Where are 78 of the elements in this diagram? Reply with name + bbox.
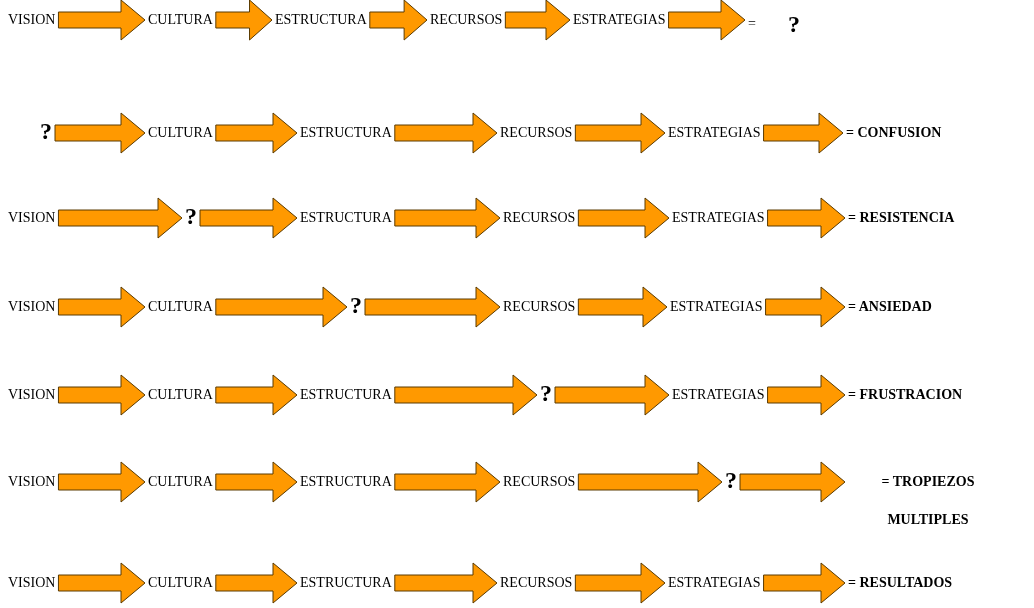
block-arrow	[574, 562, 666, 604]
step-label: CULTURA	[148, 386, 213, 404]
block-arrow	[215, 112, 298, 154]
question-mark: ?	[725, 466, 737, 494]
block-arrow	[767, 374, 846, 416]
block-arrow	[668, 0, 746, 41]
step-label: CULTURA	[148, 473, 213, 491]
block-arrow	[577, 461, 723, 503]
result-label: = ANSIEDAD	[848, 298, 932, 316]
block-arrow	[57, 562, 146, 604]
block-arrow	[215, 562, 298, 604]
step-label: VISION	[8, 473, 56, 491]
block-arrow	[577, 286, 668, 328]
result-label: = TROPIEZOS MULTIPLES	[880, 473, 976, 529]
step-label: ESTRATEGIAS	[672, 386, 765, 404]
block-arrow	[504, 0, 571, 41]
step-label: VISION	[8, 11, 56, 29]
step-label: VISION	[8, 386, 56, 404]
block-arrow	[739, 461, 846, 503]
step-label: ESTRUCTURA	[300, 473, 392, 491]
question-mark: ?	[540, 379, 552, 407]
block-arrow	[57, 461, 146, 503]
result-label: =	[748, 15, 756, 33]
step-label: ESTRATEGIAS	[573, 11, 666, 29]
result-label: = RESULTADOS	[848, 574, 953, 592]
block-arrow	[763, 112, 844, 154]
step-label: ESTRUCTURA	[300, 574, 392, 592]
step-label: ESTRUCTURA	[300, 124, 392, 142]
step-label: RECURSOS	[503, 298, 576, 316]
block-arrow	[57, 0, 146, 41]
block-arrow	[394, 112, 498, 154]
step-label: CULTURA	[148, 124, 213, 142]
step-label: CULTURA	[148, 298, 213, 316]
block-arrow	[394, 562, 498, 604]
step-label: RECURSOS	[503, 473, 576, 491]
block-arrow	[57, 286, 146, 328]
step-label: ESTRUCTURA	[300, 209, 392, 227]
step-label: RECURSOS	[503, 209, 576, 227]
step-label: ESTRATEGIAS	[668, 574, 761, 592]
block-arrow	[199, 197, 298, 239]
step-label: ESTRATEGIAS	[668, 124, 761, 142]
block-arrow	[57, 197, 183, 239]
block-arrow	[57, 374, 146, 416]
result-label: = FRUSTRACION	[848, 386, 963, 404]
block-arrow	[364, 286, 501, 328]
block-arrow	[394, 461, 501, 503]
block-arrow	[767, 197, 846, 239]
step-label: ESTRATEGIAS	[670, 298, 763, 316]
block-arrow	[215, 374, 298, 416]
step-label: ESTRATEGIAS	[672, 209, 765, 227]
block-arrow	[215, 461, 298, 503]
block-arrow	[763, 562, 846, 604]
step-label: VISION	[8, 298, 56, 316]
question-mark: ?	[40, 117, 52, 145]
block-arrow	[54, 112, 146, 154]
result-label: = RESISTENCIA	[848, 209, 955, 227]
block-arrow	[765, 286, 846, 328]
question-mark: ?	[185, 202, 197, 230]
block-arrow	[394, 197, 501, 239]
block-arrow	[369, 0, 428, 41]
step-label: CULTURA	[148, 11, 213, 29]
step-label: VISION	[8, 209, 56, 227]
result-label: = CONFUSION	[846, 124, 942, 142]
step-label: RECURSOS	[500, 124, 573, 142]
step-label: RECURSOS	[430, 11, 503, 29]
step-label: CULTURA	[148, 574, 213, 592]
block-arrow	[394, 374, 538, 416]
step-label: ESTRUCTURA	[275, 11, 367, 29]
block-arrow	[577, 197, 670, 239]
step-label: ESTRUCTURA	[300, 386, 392, 404]
step-label: RECURSOS	[500, 574, 573, 592]
block-arrow	[215, 0, 273, 41]
question-mark: ?	[350, 291, 362, 319]
block-arrow	[554, 374, 670, 416]
block-arrow	[215, 286, 348, 328]
question-mark: ?	[787, 10, 800, 38]
step-label: VISION	[8, 574, 56, 592]
block-arrow	[574, 112, 666, 154]
